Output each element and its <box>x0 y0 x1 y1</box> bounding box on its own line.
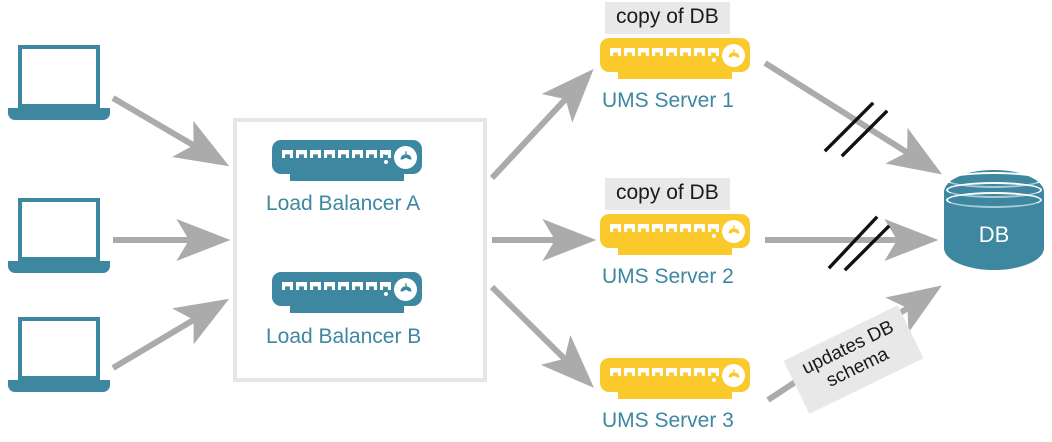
server-foot <box>618 246 732 255</box>
server-status-dots <box>711 224 716 243</box>
laptop-screen <box>18 317 100 380</box>
arrow-lb-to-server3 <box>489 284 594 388</box>
network-globe-icon <box>394 146 417 169</box>
laptop-base <box>8 380 110 392</box>
break-mark-server2-db <box>827 215 891 272</box>
server-ports <box>282 282 391 290</box>
ums-server-1-label: UMS Server 1 <box>602 89 734 112</box>
network-globe-icon <box>722 364 745 387</box>
load-balancer-b-label: Load Balancer B <box>266 325 422 348</box>
db-ring <box>946 192 1042 208</box>
server-foot <box>618 70 732 79</box>
server-status-dots <box>711 48 716 67</box>
arrow-client1-to-lb <box>111 95 230 167</box>
server-status-dots <box>711 368 716 387</box>
server-ports <box>610 224 719 232</box>
server-ports <box>610 48 719 56</box>
arrow-lb-to-server1 <box>489 68 594 181</box>
laptop-screen <box>18 198 100 261</box>
server-ports <box>282 150 391 158</box>
ums-server-3-label: UMS Server 3 <box>602 409 734 432</box>
server-status-dots <box>383 150 388 169</box>
server-ports <box>610 368 719 376</box>
arrow-client3-to-lb <box>111 298 230 371</box>
db-label: DB <box>978 222 1010 247</box>
copy-of-db-tag-server1: copy of DB <box>605 2 730 34</box>
server-foot <box>290 304 404 313</box>
load-balancer-a-label: Load Balancer A <box>266 192 421 215</box>
copy-of-db-tag-server2: copy of DB <box>605 178 730 210</box>
arrow-server1-to-db <box>763 60 943 175</box>
database-cylinder-icon: DB <box>944 170 1044 270</box>
laptop-base <box>8 261 110 273</box>
server-status-dots <box>383 282 388 301</box>
laptop-base <box>8 108 110 120</box>
ums-server-2-label: UMS Server 2 <box>602 265 734 288</box>
network-globe-icon <box>394 278 417 301</box>
laptop-screen <box>18 45 100 108</box>
server-foot <box>618 390 732 399</box>
break-mark-server1-db <box>823 101 889 158</box>
network-globe-icon <box>722 44 745 67</box>
server-foot <box>290 172 404 181</box>
network-globe-icon <box>722 220 745 243</box>
